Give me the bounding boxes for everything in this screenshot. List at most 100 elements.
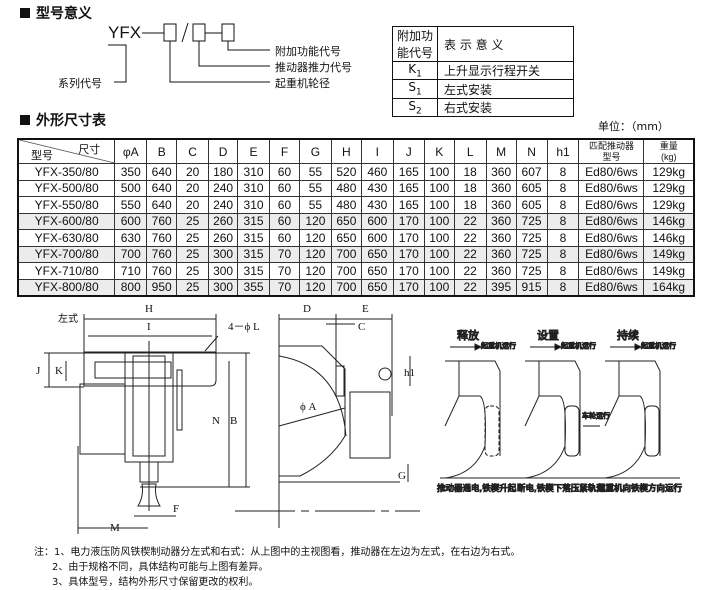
value-cell: 360: [485, 212, 517, 230]
value-cell: 640: [146, 163, 178, 181]
value-cell: 725: [515, 229, 548, 247]
value-cell: 120: [298, 212, 332, 230]
value-cell: 146kg: [643, 229, 695, 247]
corner-top: 尺寸: [78, 144, 101, 156]
value-cell: Ed80/6ws: [578, 229, 645, 247]
value-cell: 725: [515, 245, 548, 263]
value-cell: 240: [208, 196, 239, 214]
corner-header: 尺寸 型号: [17, 138, 116, 164]
value-cell: 700: [330, 262, 362, 280]
value-cell: 600: [360, 229, 394, 247]
value-cell: 480: [330, 196, 362, 214]
column-header: M: [485, 138, 517, 164]
value-cell: 760: [146, 229, 178, 247]
value-cell: 430: [360, 196, 394, 214]
code-sub: 1: [415, 87, 422, 98]
value-cell: 315: [237, 245, 271, 263]
value-cell: 950: [146, 278, 178, 297]
value-cell: 120: [298, 245, 332, 263]
value-cell: 430: [360, 179, 394, 197]
value-cell: 25: [176, 229, 210, 247]
meaning: 上升显示行程开关: [437, 60, 574, 81]
value-cell: 350: [114, 163, 148, 181]
model-cell: YFX-350/80: [17, 163, 116, 181]
value-cell: 760: [146, 245, 178, 263]
value-cell: 129kg: [643, 163, 695, 181]
wheel-direction-label: 车轮运行: [582, 411, 610, 420]
value-cell: 60: [269, 229, 300, 247]
value-cell: 120: [298, 262, 332, 280]
dim-M: M: [110, 522, 120, 534]
value-cell: 100: [423, 262, 455, 280]
value-cell: 25: [176, 212, 210, 230]
value-cell: 300: [208, 245, 239, 263]
value-cell: 20: [176, 163, 210, 181]
value-cell: 650: [360, 245, 394, 263]
value-cell: 395: [485, 278, 517, 297]
note-1: 注：1、电力液压防风铁楔制动器分左式和右式：从上图中的主视图看，推动器在左边为左…: [34, 547, 521, 558]
model-code: YFX: [108, 23, 141, 43]
value-cell: 260: [208, 212, 239, 230]
value-cell: 725: [515, 212, 548, 230]
value-cell: 60: [269, 212, 300, 230]
value-cell: 170: [392, 212, 425, 230]
dim-K: K: [55, 365, 63, 377]
value-cell: 725: [515, 262, 548, 280]
column-header: J: [392, 138, 425, 164]
value-cell: 607: [515, 163, 548, 181]
value-cell: 650: [360, 262, 394, 280]
value-cell: 25: [176, 245, 210, 263]
value-cell: 630: [114, 229, 148, 247]
note-2: 2、由于规格不同，具体结构可能与上图有差异。: [52, 562, 269, 573]
value-cell: 600: [360, 212, 394, 230]
value-cell: 650: [360, 278, 394, 297]
value-cell: 700: [114, 245, 148, 263]
value-cell: Ed80/6ws: [578, 278, 645, 297]
dim-F: F: [173, 503, 179, 515]
value-cell: 480: [330, 179, 362, 197]
code: S: [408, 80, 416, 95]
header-code: 附加功能代号: [392, 26, 438, 62]
value-cell: 129kg: [643, 196, 695, 214]
dim-A: ϕ A: [300, 401, 317, 413]
code-sub: 2: [415, 106, 422, 117]
value-cell: 55: [298, 179, 332, 197]
value-cell: 360: [485, 196, 517, 214]
value-cell: 18: [453, 163, 487, 181]
value-cell: 25: [176, 278, 210, 297]
value-cell: 129kg: [643, 179, 695, 197]
value-cell: Ed80/6ws: [578, 196, 645, 214]
value-cell: 550: [114, 196, 148, 214]
value-cell: 100: [423, 245, 455, 263]
value-cell: 360: [485, 229, 517, 247]
code-sub: 1: [416, 69, 422, 80]
value-cell: 8: [546, 212, 580, 230]
value-cell: 22: [453, 278, 487, 297]
dim-B: B: [230, 415, 237, 427]
left-type-label: 左式: [58, 312, 78, 325]
dim-h1: h1: [404, 367, 415, 379]
value-cell: 165: [392, 196, 425, 214]
value-cell: 18: [453, 196, 487, 214]
dim-J: J: [36, 365, 41, 377]
value-cell: 710: [114, 262, 148, 280]
value-cell: 315: [237, 229, 271, 247]
model-code-diagram: [108, 22, 270, 83]
label-thruster-force: 推动器推力代号: [275, 61, 352, 74]
value-cell: 8: [546, 245, 580, 263]
value-cell: Ed80/6ws: [578, 212, 645, 230]
label-extra-function: 附加功能代号: [275, 45, 341, 58]
value-cell: 70: [269, 262, 300, 280]
value-cell: 360: [485, 163, 517, 181]
value-cell: 760: [146, 262, 178, 280]
value-cell: 170: [392, 245, 425, 263]
label-series-code: 系列代号: [58, 77, 102, 90]
column-header: N: [515, 138, 548, 164]
value-cell: 8: [546, 163, 580, 181]
value-cell: 120: [298, 229, 332, 247]
column-header: I: [360, 138, 394, 164]
column-header: F: [269, 138, 300, 164]
